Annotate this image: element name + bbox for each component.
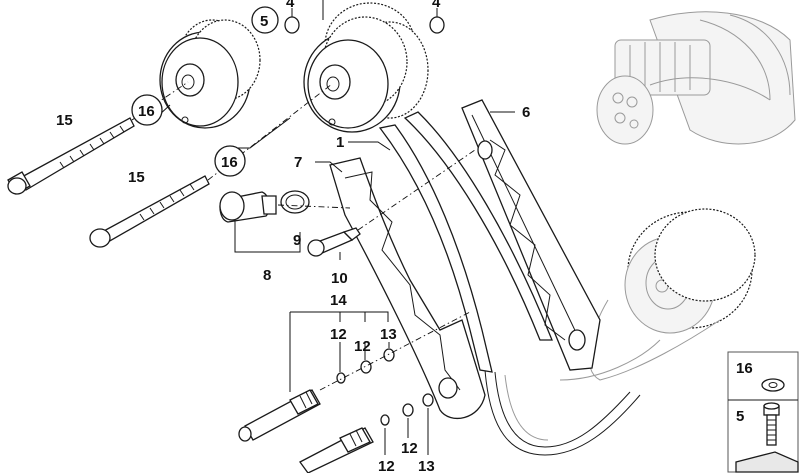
seal-ring-upper-2: [360, 360, 372, 374]
callout-16-lower: 16: [221, 154, 238, 171]
inset-label-5: 5: [736, 408, 744, 425]
callout-12-b: 12: [354, 338, 371, 355]
sensor-upper-axis: [319, 311, 471, 391]
callout-8: 8: [263, 267, 271, 284]
callout-12-c: 12: [401, 440, 418, 457]
parts-inset: 16 5: [727, 351, 799, 473]
callout-4-left: 4: [286, 0, 295, 11]
sensor-upper: [238, 389, 321, 442]
seal-ring-upper-3: [383, 348, 395, 362]
callout-9: 9: [293, 232, 301, 249]
callout-12-a: 12: [330, 326, 347, 343]
callout-16-lower-circle: [214, 145, 246, 177]
callout-15-lower: 15: [128, 169, 145, 186]
callout-5-circle: [251, 6, 279, 34]
callout-12-d: 12: [378, 458, 395, 473]
seal-ring-lower-1: [380, 414, 390, 426]
callout-4-right: 4: [432, 0, 441, 11]
lower-chain-loop: [484, 369, 641, 456]
inset-flag-icon: [735, 451, 799, 473]
inset-label-16: 16: [736, 360, 753, 377]
callout-10: 10: [331, 270, 348, 287]
callout-14: 14: [330, 292, 347, 309]
seal-ring-lower-2: [402, 403, 414, 417]
background-sprocket: [559, 208, 756, 381]
timing-chain: [378, 111, 553, 373]
washer-left: [284, 16, 300, 34]
guide-pin: [307, 227, 361, 257]
bolt-upper: [7, 117, 135, 195]
seal-ring-upper-1: [336, 372, 346, 384]
callout-5: 5: [260, 13, 268, 30]
callout-1: 1: [336, 134, 344, 151]
callout-16-upper-circle: [131, 94, 163, 126]
callout-7: 7: [294, 154, 302, 171]
callout-15-upper: 15: [56, 112, 73, 129]
inset-screw-icon: [763, 402, 780, 446]
chain-tensioner: [219, 190, 310, 223]
camshaft-sprocket-right: [303, 2, 429, 133]
chain-guide-rail: [461, 99, 601, 371]
tensioner-rail: [329, 157, 486, 419]
sensor-lower: [299, 427, 374, 473]
camshaft-sprocket-left: [159, 19, 261, 129]
pin-axis: [357, 149, 476, 231]
inset-washer-icon: [761, 378, 785, 392]
seal-ring-lower-3: [422, 393, 434, 407]
callout-labels: 4 4 5 1 6 7 16 16 15 15 9 8 10 14 12 12 …: [56, 0, 530, 473]
background-crankshaft: [596, 11, 796, 145]
tensioner-axis: [277, 204, 351, 209]
bolt-lower: [89, 175, 210, 248]
callout-13-a: 13: [380, 326, 397, 343]
inset-frame: [727, 351, 799, 473]
callout-16-upper: 16: [138, 103, 155, 120]
washer-right: [429, 16, 445, 34]
bolt-axis-upper: [131, 81, 189, 121]
bolt-axis-lower: [207, 83, 333, 181]
callout-6: 6: [522, 104, 530, 121]
callout-13-b: 13: [418, 458, 435, 473]
